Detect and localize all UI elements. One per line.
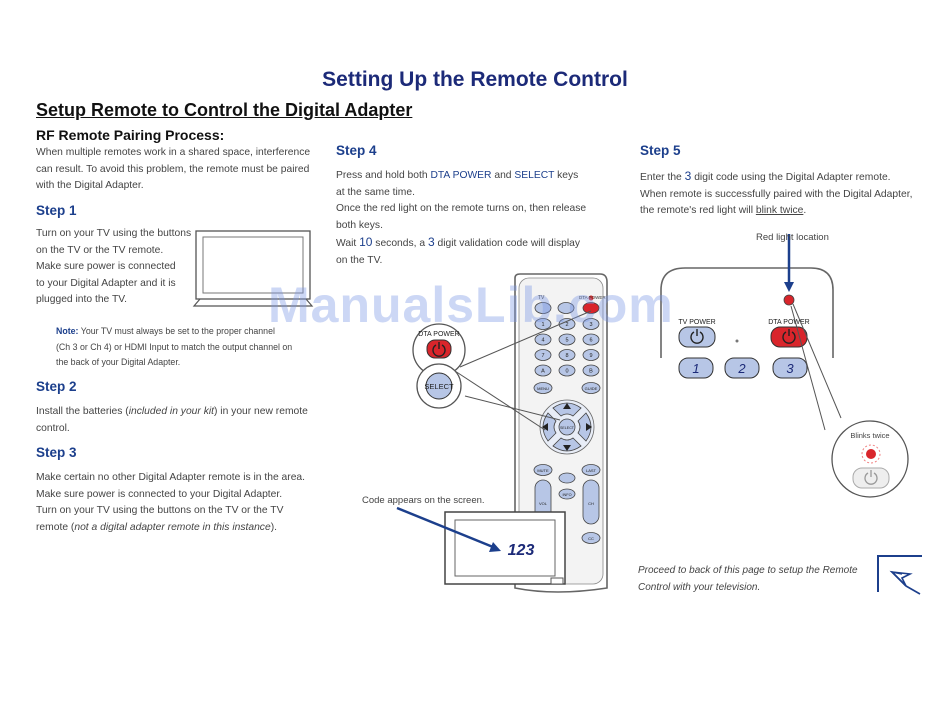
power-icon [782,331,796,344]
svg-text:CH: CH [588,501,594,506]
validation-code: 123 [508,542,535,559]
remote-key-label: 0 [565,369,568,375]
key-1 [678,357,714,379]
svg-text:VOL: VOL [539,501,548,506]
svg-text:GUIDE: GUIDE [585,386,598,391]
remote-key-2 [558,318,576,330]
section-subtitle: Setup Remote to Control the Digital Adap… [36,100,413,120]
power-icon [432,344,446,357]
code-caption: Code appears on the screen. [362,495,485,506]
tv-illustration [192,230,314,307]
code-arrow [396,506,494,549]
intro-text: When multiple remotes work in a shared s… [36,147,311,192]
svg-text:MENU: MENU [537,386,549,391]
remote-closeup: TV POWER DTA POWER 1 2 3 Blinks twice [660,234,909,498]
remote-cc-button [581,532,601,544]
step-3-label: Step 3 [36,445,77,460]
blinks-twice-label: Blinks twice [850,431,889,440]
remote-key-A [534,364,552,377]
step-5-label: Step 5 [640,143,681,158]
remote-info-button [558,488,576,500]
red-light-location-label: Red light location [756,232,829,243]
remote-key-3 [582,318,600,330]
svg-text:3: 3 [786,361,794,376]
select-label: SELECT [424,382,454,391]
tv-power-button [678,326,716,348]
remote-guide-button [581,382,601,394]
remote-tv-label: TV [538,295,545,301]
remote-key-label: 5 [565,338,568,344]
step-4-label: Step 4 [336,143,377,158]
step-1-text: Turn on your TV using the buttons on the… [36,228,192,306]
dta-power-right-label: DTA POWER [768,319,809,326]
svg-text:1: 1 [692,361,699,376]
footer-text: Proceed to back of this page to setup th… [638,565,858,593]
power-icon [690,331,704,344]
step-5-text: Enter the 3 digit code using the Digital… [640,169,913,217]
remote-dta-label: DTA POWER [579,295,606,300]
key-3 [772,357,808,379]
power-icon [864,472,878,485]
remote-key-5 [558,333,576,346]
step-2-text: Install the batteries (included in your … [36,406,308,434]
watermark: ManualsLib.com [268,277,674,333]
remote-key-label: 9 [589,353,592,359]
step-1-label: Step 1 [36,203,77,218]
remote-key-0 [558,364,576,377]
red-light-indicator [783,294,795,306]
remote-last-button [581,464,601,476]
svg-text:INFO: INFO [562,493,571,497]
page-title: Setting Up the Remote Control [322,68,628,91]
remote-tv-button [534,302,552,314]
remote-key-label: A [541,369,545,375]
remote-key-label: 1 [541,322,544,328]
remote-key-4 [534,333,552,346]
callout-line [792,303,842,419]
remote-mute-button [533,464,553,476]
svg-text:CC: CC [588,536,594,541]
page-turn-arrow-icon [877,555,922,595]
remote-key-label: B [589,369,593,375]
remote-key-label: 3 [589,322,592,328]
remote-key-B [582,364,600,377]
svg-text:LAST: LAST [586,468,597,473]
key-2 [724,357,760,379]
dta-power-label: DTA POWER [418,331,459,338]
remote-key-1 [534,318,552,330]
remote-key-8 [558,349,576,361]
remote-key-label: 7 [541,353,544,359]
callout-line [459,310,592,368]
remote-key-7 [534,349,552,361]
remote-channel-rocker [582,479,600,525]
remote-key-label: 6 [589,338,592,344]
remote-key-9 [582,349,600,361]
blink-glow [861,444,881,464]
step-1-note: Note: Your TV must always be set to the … [56,326,293,367]
remote-dta-power-button [582,302,600,314]
remote-number-keys: 1 2 3 4 5 6 7 8 9A 0 B [534,318,600,377]
remote-key-label: 4 [541,338,544,344]
svg-text:MUTE: MUTE [537,468,549,473]
svg-text:2: 2 [737,361,746,376]
step-3-text: Make certain no other Digital Adapter re… [36,472,306,533]
pairing-heading: RF Remote Pairing Process: [36,127,225,143]
remote-select-button [558,418,576,436]
svg-text:SELECT: SELECT [560,426,575,430]
remote-key-label: 2 [565,322,568,328]
step-2-label: Step 2 [36,379,77,394]
remote-key-6 [582,333,600,346]
remote-menu-button [533,382,553,394]
step-4-text: Press and hold both DTA POWER and SELECT… [336,170,587,266]
tv-power-label: TV POWER [678,319,715,326]
remote-key-label: 8 [565,353,568,359]
